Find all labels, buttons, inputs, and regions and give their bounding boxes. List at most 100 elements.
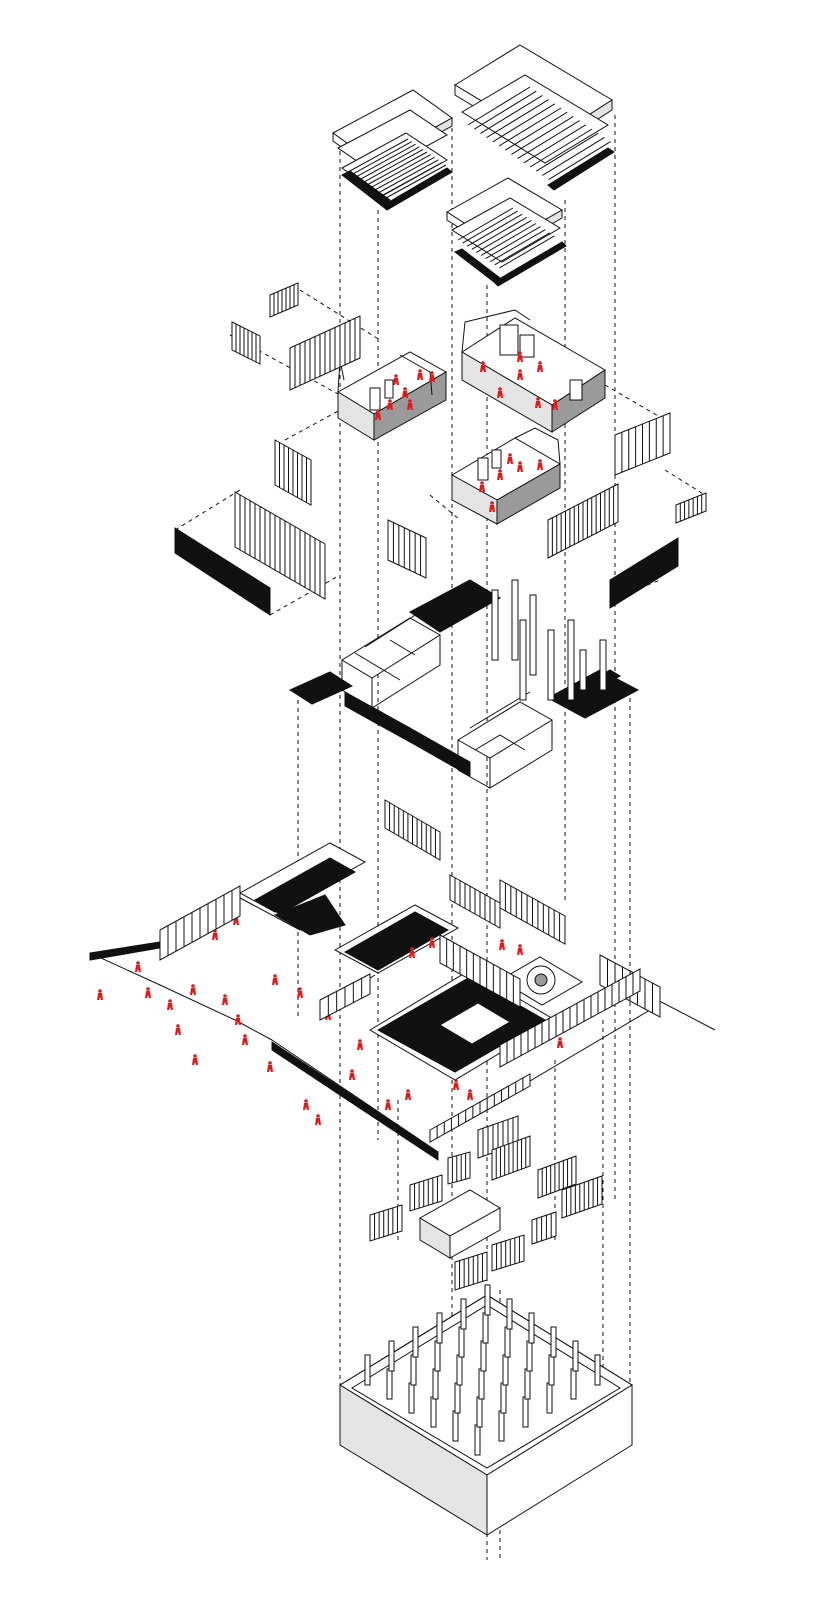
roof-stripe (498, 107, 562, 147)
frame-right (457, 691, 553, 789)
roof-small-left (332, 89, 453, 211)
base-column (454, 1382, 461, 1414)
human-figure (97, 989, 103, 1000)
column-post (579, 649, 587, 691)
human-figure (557, 1037, 563, 1048)
base-column (456, 1354, 463, 1386)
wall-panel (614, 412, 671, 476)
figure-body (537, 463, 543, 470)
base-column (500, 1382, 507, 1414)
human-figure (375, 409, 381, 420)
roof-stripe (366, 151, 428, 186)
base-column (484, 1284, 491, 1316)
roof-stripe (494, 232, 551, 266)
figure-body (517, 355, 523, 362)
base-column (386, 1368, 393, 1400)
roof-stripe (355, 143, 416, 178)
figure-body (453, 1083, 459, 1090)
figure-head (191, 984, 195, 988)
human-figure (497, 469, 503, 480)
figure-body (407, 403, 413, 410)
figure-body (315, 1118, 321, 1125)
base-column (546, 1382, 553, 1414)
roof-stripe (347, 138, 409, 173)
human-figure (402, 387, 408, 398)
screen-panel (491, 1135, 531, 1181)
figure-body (297, 991, 303, 998)
figure-head (553, 399, 557, 403)
figure-body (405, 1093, 411, 1100)
figure-head (500, 939, 504, 943)
roof-stripe (351, 141, 413, 176)
roof-stripe (535, 132, 599, 172)
human-figure (272, 974, 278, 985)
human-figure (167, 999, 173, 1010)
base-column (388, 1340, 395, 1372)
wall-panel (274, 439, 312, 506)
figure-head (481, 361, 485, 365)
base-column (502, 1354, 509, 1386)
solid-volume (419, 1189, 501, 1259)
figure-head (508, 453, 512, 457)
roof-stripe (471, 216, 528, 250)
figure-body (402, 391, 408, 398)
figure-head (268, 1061, 272, 1065)
figure-body (429, 375, 435, 382)
human-figure (417, 369, 423, 380)
human-figure (175, 1024, 181, 1035)
wall-panel (449, 874, 501, 929)
human-figure (407, 399, 413, 410)
human-figure (135, 961, 141, 972)
base-column (482, 1312, 489, 1344)
human-figure (552, 399, 558, 410)
figure-head (430, 937, 434, 941)
figure-head (376, 409, 380, 413)
base-column (476, 1396, 483, 1428)
roof-stripe (378, 159, 439, 194)
figure-body (497, 391, 503, 398)
figure-head (243, 1034, 247, 1038)
figure-head (236, 1014, 240, 1018)
human-figure (357, 1039, 363, 1050)
wall-panel (387, 519, 427, 579)
human-figure (480, 361, 486, 372)
base-column (408, 1382, 415, 1414)
human-figure (517, 369, 523, 380)
figure-head (403, 387, 407, 391)
column-post (567, 619, 575, 701)
figure-body (552, 403, 558, 410)
figure-body (480, 365, 486, 372)
human-figure (222, 994, 228, 1005)
figure-head (518, 369, 522, 373)
figure-head (410, 947, 414, 951)
human-figure (537, 361, 543, 372)
base-column (478, 1368, 485, 1400)
figure-head (146, 987, 150, 991)
human-figure (453, 1079, 459, 1090)
figure-head (388, 399, 392, 403)
figure-body (517, 373, 523, 380)
figure-body (507, 457, 513, 464)
base-column (458, 1326, 465, 1358)
base-column (526, 1340, 533, 1372)
column-post (519, 619, 527, 701)
human-figure (303, 1099, 309, 1110)
human-figure (409, 947, 415, 958)
screen-panel (454, 1251, 488, 1291)
figure-head (490, 501, 494, 505)
roof-stripe (542, 136, 605, 176)
wall-panel (234, 491, 326, 600)
figure-head (98, 989, 102, 993)
figure-head (480, 481, 484, 485)
base-column (504, 1326, 511, 1358)
roof-stripe (480, 94, 543, 134)
low-wall (159, 885, 241, 961)
screen-panel (369, 1204, 403, 1242)
base-column (410, 1354, 417, 1386)
panel-outline (675, 492, 707, 524)
base-column (412, 1326, 419, 1358)
base-column (498, 1410, 505, 1442)
figure-body (557, 1041, 563, 1048)
figure-head (316, 1114, 320, 1118)
figure-body (97, 993, 103, 1000)
